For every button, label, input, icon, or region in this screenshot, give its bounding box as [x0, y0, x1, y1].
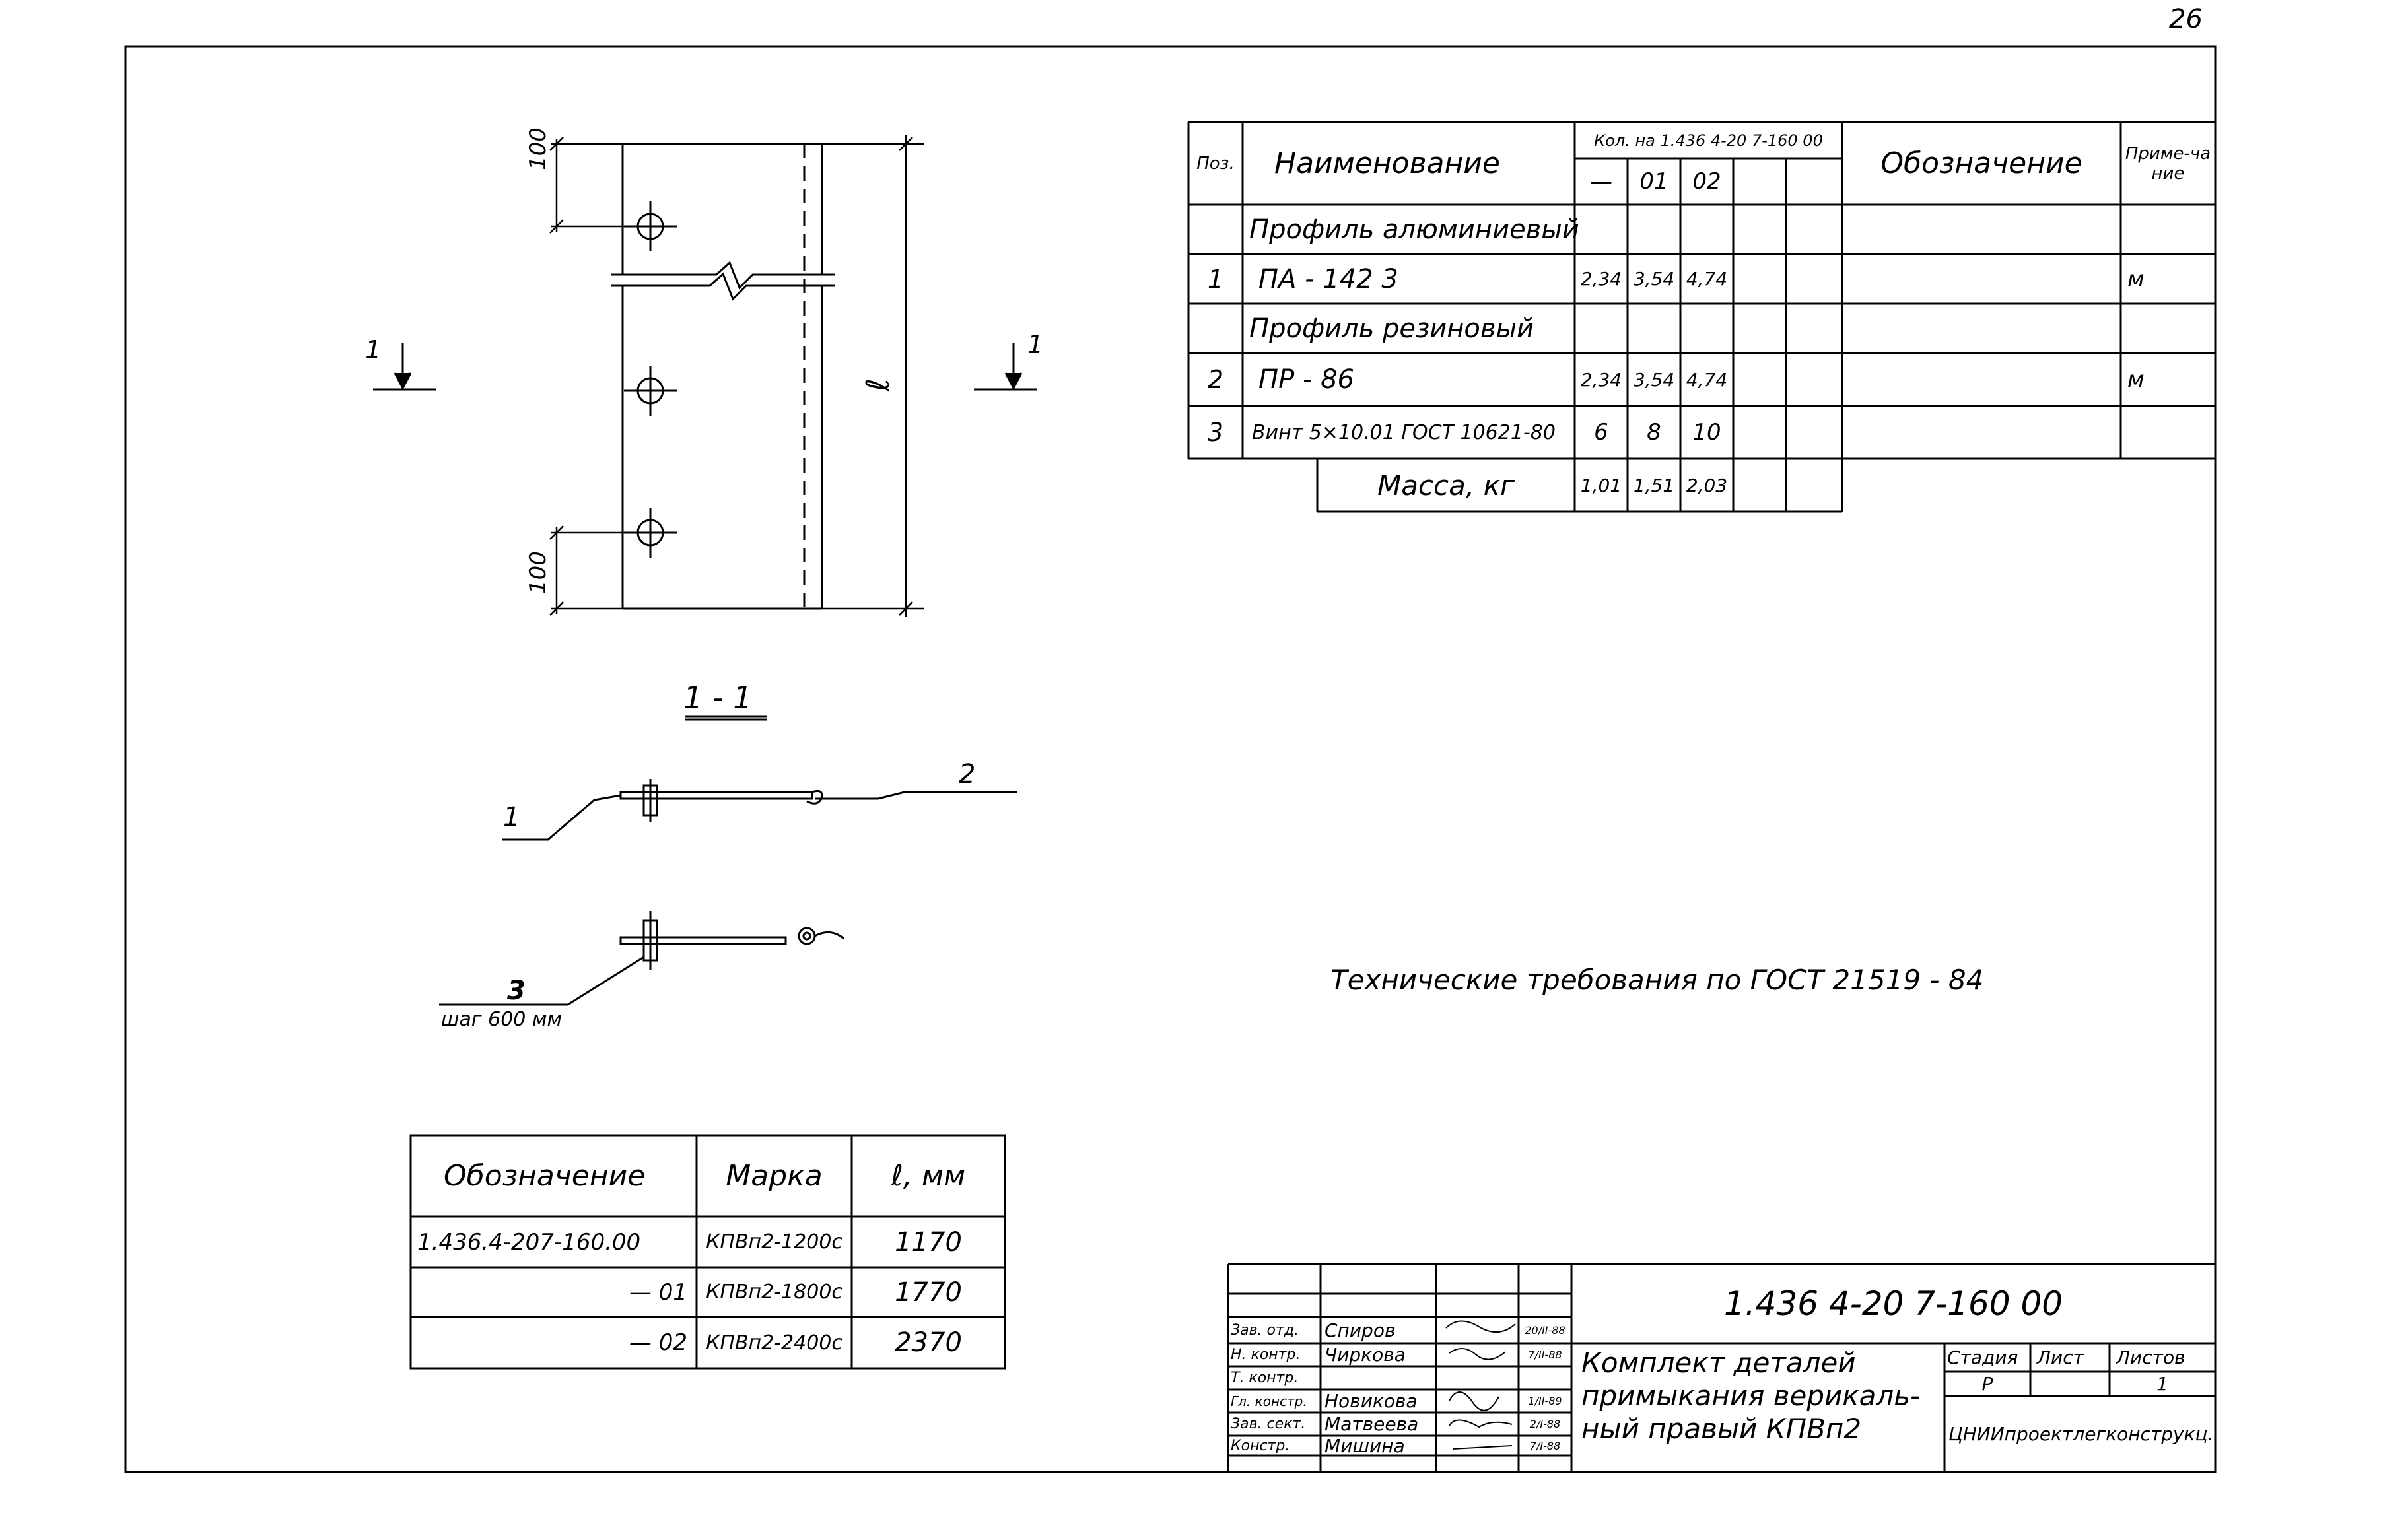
callout-3-note: шаг 600 мм — [441, 1008, 563, 1031]
part-elevation — [611, 143, 835, 610]
section-title: 1 - 1 — [683, 680, 753, 716]
variants-row-1-length: 1770 — [895, 1277, 962, 1308]
tb-role-3: Гл. констр. — [1231, 1393, 1307, 1409]
spec-row-1-pos: 1 — [1207, 264, 1224, 294]
dim-bottom-100: 100 — [525, 551, 551, 594]
sheet-number: 26 — [2169, 4, 2203, 34]
title-sheet-label: Лист — [2037, 1347, 2084, 1368]
spec-header-designation: Обозначение — [1880, 147, 2082, 180]
spec-header-qty-group: Кол. на 1.436 4-20 7-160 00 — [1594, 131, 1823, 150]
tb-role-4: Зав. сект. — [1231, 1416, 1306, 1432]
tb-role-5: Констр. — [1231, 1437, 1290, 1454]
variants-row-2-length: 2370 — [895, 1327, 962, 1358]
title-line-2: примыкания верикаль- — [1581, 1380, 1921, 1412]
dim-top-100: 100 — [525, 127, 551, 170]
tb-date-0: 20/II-88 — [1525, 1323, 1565, 1337]
title-line-3: ный правый КПВп2 — [1581, 1413, 1862, 1445]
spec-row-1-note: м — [2127, 265, 2145, 292]
spec-row-3-q1: 3,54 — [1633, 368, 1675, 391]
title-line-1: Комплект деталей — [1581, 1347, 1856, 1379]
spec-table-grid — [1187, 121, 2215, 513]
variants-row-1-designation: — 01 — [629, 1279, 687, 1306]
spec-header-name: Наименование — [1274, 147, 1500, 180]
title-stage-label: Стадия — [1947, 1347, 2018, 1368]
spec-row-4-pos: 3 — [1207, 418, 1224, 447]
section-cut-marks — [373, 343, 1037, 391]
callout-1: 1 — [503, 802, 520, 832]
tech-requirements: Технические требования по ГОСТ 21519 - 8… — [1330, 964, 1984, 996]
spec-row-4-q0: 6 — [1594, 419, 1608, 446]
variants-header-designation: Обозначение — [444, 1159, 646, 1193]
tb-name-2 — [1321, 1366, 1436, 1389]
spec-row-2-name: Профиль резиновый — [1249, 313, 1534, 344]
spec-row-4-q1: 8 — [1647, 419, 1661, 446]
title-stage-value: Р — [1981, 1373, 1993, 1395]
spec-mass-q2: 2,03 — [1686, 474, 1728, 496]
title-sheets-value: 1 — [2156, 1373, 2168, 1395]
title-doc-code: 1.436 4-20 7-160 00 — [1723, 1285, 2063, 1323]
tb-date-5: 7/I-88 — [1529, 1439, 1561, 1452]
tb-name-1: Чиркова — [1324, 1344, 1406, 1366]
spec-row-1-q1: 3,54 — [1633, 268, 1675, 290]
sheet-frame — [124, 45, 2217, 1473]
spec-mass-label: Масса, кг — [1377, 469, 1515, 502]
tb-name-3: Новикова — [1324, 1390, 1418, 1412]
spec-mass-q0: 1,01 — [1580, 474, 1622, 496]
spec-row-1-name: ПА - 142 3 — [1258, 263, 1398, 294]
spec-header-qty-1: 01 — [1639, 168, 1668, 195]
tb-date-2 — [1519, 1366, 1571, 1389]
spec-row-3-note: м — [2127, 366, 2145, 393]
spec-row-4-name: Винт 5×10.01 ГОСТ 10621-80 — [1252, 420, 1556, 444]
spec-row-3-name: ПР - 86 — [1258, 364, 1354, 395]
signature-scribbles — [1445, 1320, 1516, 1450]
spec-header-pos: Поз. — [1196, 153, 1235, 174]
spec-row-1-q0: 2,34 — [1580, 268, 1622, 290]
variants-row-0-length: 1170 — [895, 1226, 962, 1257]
tb-role-2: Т. контр. — [1231, 1370, 1299, 1386]
spec-row-1-q2: 4,74 — [1686, 268, 1728, 290]
spec-row-3-q0: 2,34 — [1580, 368, 1622, 391]
variants-row-0-mark: КПВп2-1200с — [706, 1230, 843, 1253]
tb-date-3: 1/II-89 — [1528, 1395, 1562, 1407]
tb-name-5: Мишина — [1324, 1434, 1405, 1457]
section-mark-left: 1 — [365, 335, 382, 364]
tb-role-1: Н. контр. — [1231, 1347, 1301, 1363]
spec-row-0-name: Профиль алюминиевый — [1249, 214, 1579, 245]
variants-row-0-designation: 1.436.4-207-160.00 — [417, 1228, 641, 1255]
title-sheets-label: Листов — [2116, 1347, 2185, 1368]
title-sheet-value — [2030, 1372, 2110, 1396]
tb-name-0: Спиров — [1324, 1319, 1396, 1341]
spec-row-3-pos: 2 — [1207, 365, 1224, 394]
variants-row-2-designation: — 02 — [629, 1329, 687, 1356]
spec-row-4-q2: 10 — [1692, 419, 1721, 446]
spec-header-qty-0: — — [1590, 168, 1612, 195]
title-organization: ЦНИИпроектлегконструкц. — [1948, 1423, 2214, 1445]
variants-header-length: ℓ, мм — [891, 1159, 966, 1193]
spec-row-3-q2: 4,74 — [1686, 368, 1728, 391]
tb-name-4: Матвеева — [1324, 1413, 1419, 1435]
variants-table-grid — [409, 1134, 1006, 1370]
variants-row-2-mark: КПВп2-2400с — [706, 1331, 843, 1354]
callout-3: 3 — [507, 976, 526, 1006]
callout-2: 2 — [959, 759, 976, 789]
section-mark-right: 1 — [1027, 330, 1044, 359]
variants-header-mark: Марка — [726, 1159, 823, 1193]
spec-header-note: Приме-чание — [2125, 143, 2211, 184]
tb-role-0: Зав. отд. — [1231, 1321, 1299, 1339]
title-block-grid — [1227, 1263, 2215, 1472]
spec-mass-q1: 1,51 — [1633, 474, 1675, 496]
section-1-1 — [439, 715, 1017, 1006]
spec-header-qty-2: 02 — [1692, 168, 1721, 195]
dim-length-l: ℓ — [859, 378, 897, 391]
dimensions — [549, 135, 924, 617]
tb-date-1: 7/II-88 — [1528, 1349, 1562, 1361]
variants-row-1-mark: КПВп2-1800с — [706, 1281, 843, 1304]
tb-date-4: 2/I-88 — [1529, 1418, 1561, 1430]
